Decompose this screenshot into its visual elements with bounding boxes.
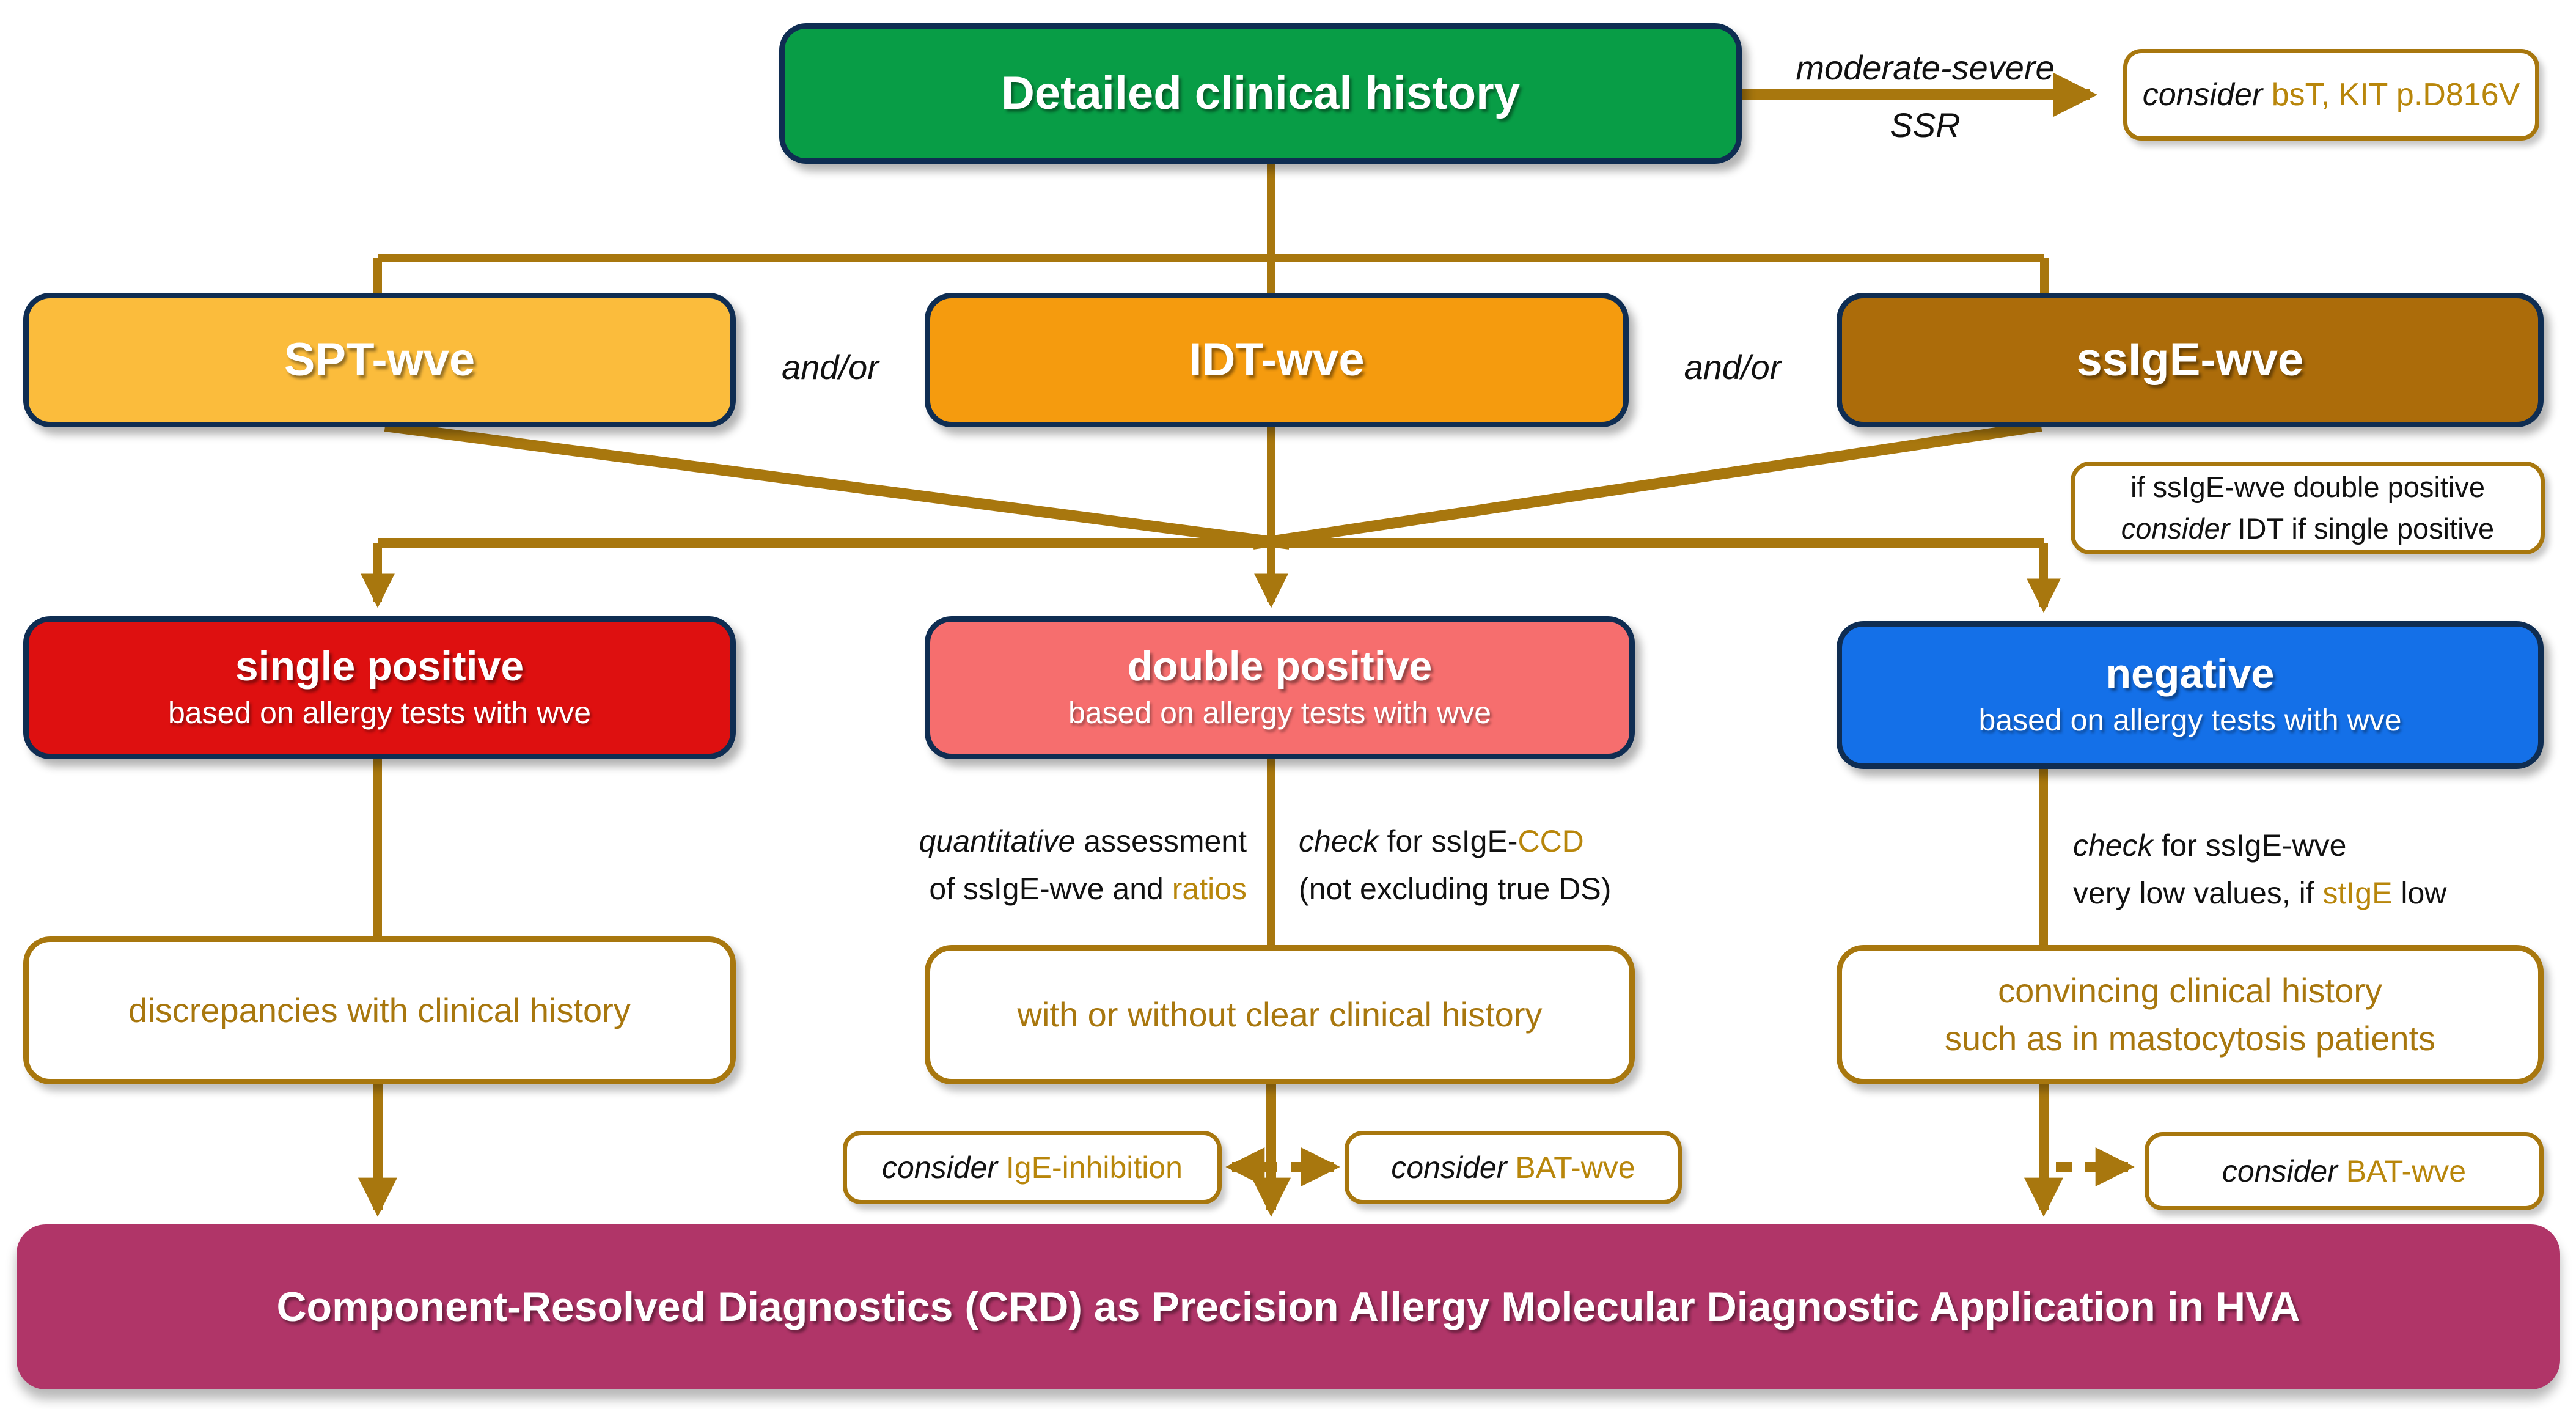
andor-label-2: and/or [1684,348,1782,386]
ssige-note-line2: consider IDT if single positive [2121,512,2495,545]
with-without-history-label: with or without clear clinical history [1017,995,1543,1034]
consider-bat-wve-right-box: consider BAT-wve [2145,1132,2544,1210]
crd-footer-bar: Component-Resolved Diagnostics (CRD) as … [17,1224,2560,1389]
ssige-wve-label: ssIgE-wve [2076,334,2304,386]
convincing-history-line1: convincing clinical history [1998,971,2382,1010]
consider-ige-inhibition-text: consider IgE-inhibition [882,1150,1183,1185]
spt-wve-label: SPT-wve [284,334,475,386]
idt-wve-box: IDT-wve [925,293,1629,427]
diag-spt [384,421,1291,550]
quantitative-assessment-note: quantitative assessment of ssIgE-wve and… [831,818,1247,913]
consider-bat-wve-mid-box: consider BAT-wve [1345,1131,1682,1204]
quantitative-assessment-line2: of ssIgE-wve and ratios [929,871,1247,906]
detailed-clinical-history-box: Detailed clinical history [779,23,1742,164]
consider-bst-text: consider bsT, KIT p.D816V [2142,77,2520,112]
negative-check-line2: very low values, if stIgE low [2073,875,2447,910]
ssige-note-line1: if ssIgE-wve double positive [2130,470,2485,503]
consider-ige-inhibition-box: consider IgE-inhibition [843,1131,1222,1204]
consider-bst-box: consider bsT, KIT p.D816V [2123,49,2539,141]
convincing-history-line2: such as in mastocytosis patients [1944,1019,2436,1058]
diag-ssige [1252,421,2042,550]
ssr-arrow-label-line2: SSR [1890,106,1961,144]
with-without-history-box: with or without clear clinical history [925,945,1635,1084]
discrepancies-label: discrepancies with clinical history [128,990,631,1029]
idt-wve-label: IDT-wve [1189,334,1365,386]
negative-check-line1: check for ssIgE-wve [2073,828,2347,863]
ccd-check-note: check for ssIgE-CCD (not excluding true … [1299,818,1775,913]
double-positive-subtitle: based on allergy tests with wve [1068,695,1492,730]
quantitative-assessment-line1: quantitative assessment [919,824,1247,858]
negative-title: negative [2105,650,2275,697]
negative-subtitle: based on allergy tests with wve [1978,702,2402,737]
ccd-check-line1: check for ssIgE-CCD [1299,824,1584,858]
single-positive-box: single positive based on allergy tests w… [23,616,736,759]
double-positive-title: double positive [1127,643,1433,690]
consider-bat-wve-right-text: consider BAT-wve [2222,1154,2467,1188]
single-positive-title: single positive [235,643,524,690]
ssr-arrow-label-line1: moderate-severe [1796,48,2055,87]
negative-box: negative based on allergy tests with wve [1837,621,2544,769]
crd-footer-label: Component-Resolved Diagnostics (CRD) as … [276,1284,2300,1330]
consider-bat-wve-mid-text: consider BAT-wve [1391,1150,1635,1185]
ssige-note-box: if ssIgE-wve double positive consider ID… [2071,462,2545,554]
convincing-history-box: convincing clinical history such as in m… [1837,945,2544,1084]
discrepancies-box: discrepancies with clinical history [23,936,736,1084]
double-positive-box: double positive based on allergy tests w… [925,616,1635,759]
single-positive-subtitle: based on allergy tests with wve [167,695,592,730]
spt-wve-box: SPT-wve [23,293,736,427]
negative-check-note: check for ssIgE-wve very low values, if … [2073,822,2568,917]
ccd-check-line2: (not excluding true DS) [1299,871,1612,906]
detailed-clinical-history-label: Detailed clinical history [1001,67,1520,120]
andor-label-1: and/or [782,348,879,386]
ssige-wve-box: ssIgE-wve [1837,293,2544,427]
